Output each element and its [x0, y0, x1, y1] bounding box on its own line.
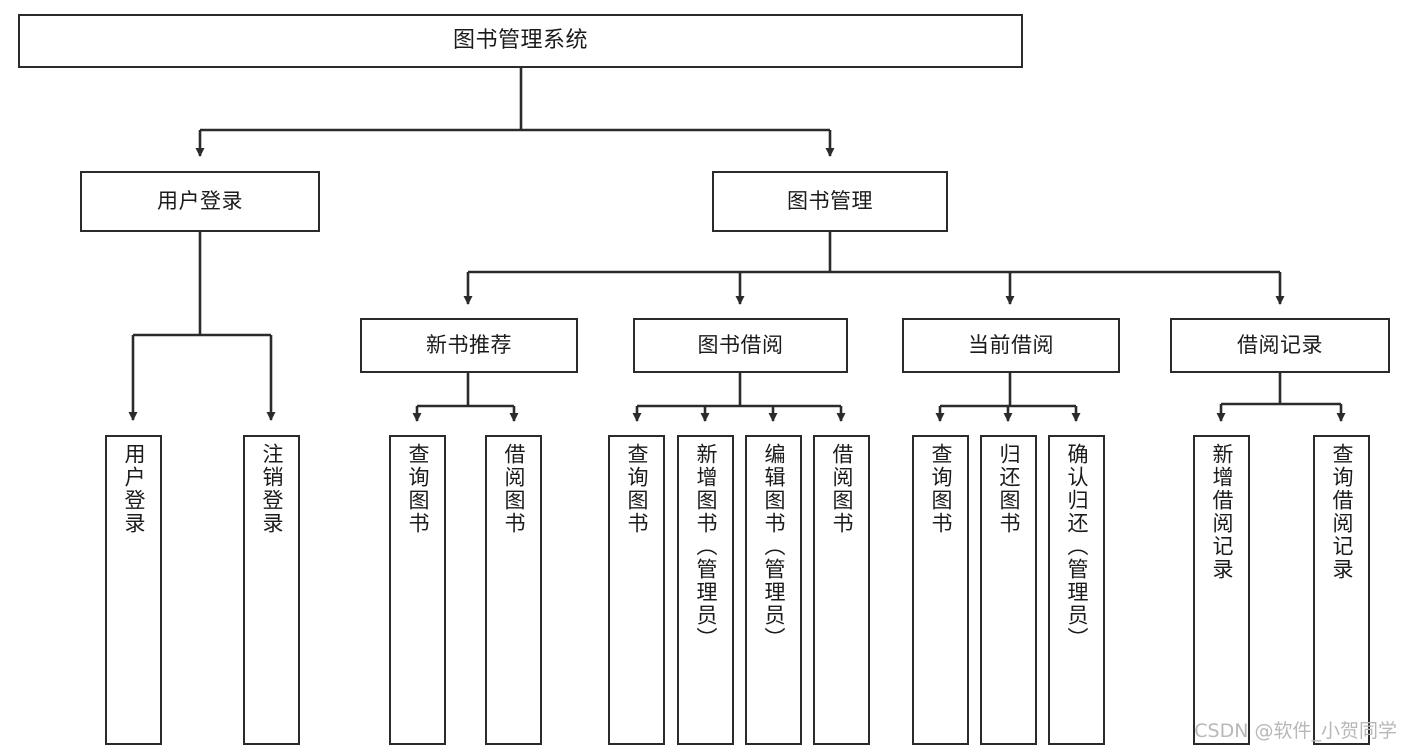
- node-leaf-borrow-book-recommend-label: 借阅图书: [502, 443, 526, 535]
- node-leaf-add-book-admin[interactable]: 新增图书（管理员）: [677, 435, 734, 745]
- node-leaf-return-book[interactable]: 归还图书: [980, 435, 1037, 745]
- node-leaf-logout-label: 注销登录: [260, 443, 284, 535]
- node-leaf-query-borrow-record-label: 查询借阅记录: [1330, 443, 1354, 581]
- node-book-management[interactable]: 图书管理: [712, 171, 948, 232]
- node-leaf-query-book-borrow-label: 查询图书: [625, 443, 649, 535]
- node-root[interactable]: 图书管理系统: [18, 14, 1023, 68]
- node-root-label: 图书管理系统: [452, 28, 588, 54]
- node-book-management-label: 图书管理: [787, 189, 873, 214]
- node-current-borrow-label: 当前借阅: [968, 333, 1054, 358]
- node-borrow-record[interactable]: 借阅记录: [1170, 318, 1390, 373]
- node-current-borrow[interactable]: 当前借阅: [902, 318, 1120, 373]
- node-leaf-borrow-book[interactable]: 借阅图书: [813, 435, 870, 745]
- node-leaf-query-book-recommend-label: 查询图书: [406, 443, 430, 535]
- node-leaf-query-book-current-label: 查询图书: [929, 443, 953, 535]
- node-leaf-add-book-admin-label: 新增图书（管理员）: [694, 443, 718, 650]
- node-leaf-query-borrow-record[interactable]: 查询借阅记录: [1313, 435, 1370, 745]
- node-leaf-query-book-recommend[interactable]: 查询图书: [389, 435, 446, 745]
- node-leaf-user-login-label: 用户登录: [122, 443, 146, 535]
- node-leaf-return-book-label: 归还图书: [997, 443, 1021, 535]
- node-new-book-recommend-label: 新书推荐: [426, 333, 512, 358]
- node-leaf-borrow-book-recommend[interactable]: 借阅图书: [485, 435, 542, 745]
- node-book-borrow-label: 图书借阅: [697, 333, 784, 358]
- node-leaf-confirm-return-admin[interactable]: 确认归还（管理员）: [1048, 435, 1105, 745]
- node-leaf-query-book-borrow[interactable]: 查询图书: [608, 435, 665, 745]
- node-leaf-user-login[interactable]: 用户登录: [105, 435, 162, 745]
- node-leaf-logout[interactable]: 注销登录: [243, 435, 300, 745]
- node-leaf-add-borrow-record-label: 新增借阅记录: [1210, 443, 1234, 581]
- node-borrow-record-label: 借阅记录: [1237, 333, 1323, 358]
- node-user-login-label: 用户登录: [157, 189, 243, 214]
- csdn-watermark: CSDN @软件_小贺同学: [1194, 720, 1397, 742]
- node-leaf-borrow-book-label: 借阅图书: [830, 443, 854, 535]
- node-leaf-edit-book-admin-label: 编辑图书（管理员）: [762, 443, 786, 650]
- node-leaf-add-borrow-record[interactable]: 新增借阅记录: [1193, 435, 1250, 745]
- node-user-login[interactable]: 用户登录: [80, 171, 320, 232]
- node-leaf-confirm-return-admin-label: 确认归还（管理员）: [1065, 443, 1089, 650]
- node-leaf-query-book-current[interactable]: 查询图书: [912, 435, 969, 745]
- node-leaf-edit-book-admin[interactable]: 编辑图书（管理员）: [745, 435, 802, 745]
- node-book-borrow[interactable]: 图书借阅: [633, 318, 848, 373]
- node-new-book-recommend[interactable]: 新书推荐: [360, 318, 578, 373]
